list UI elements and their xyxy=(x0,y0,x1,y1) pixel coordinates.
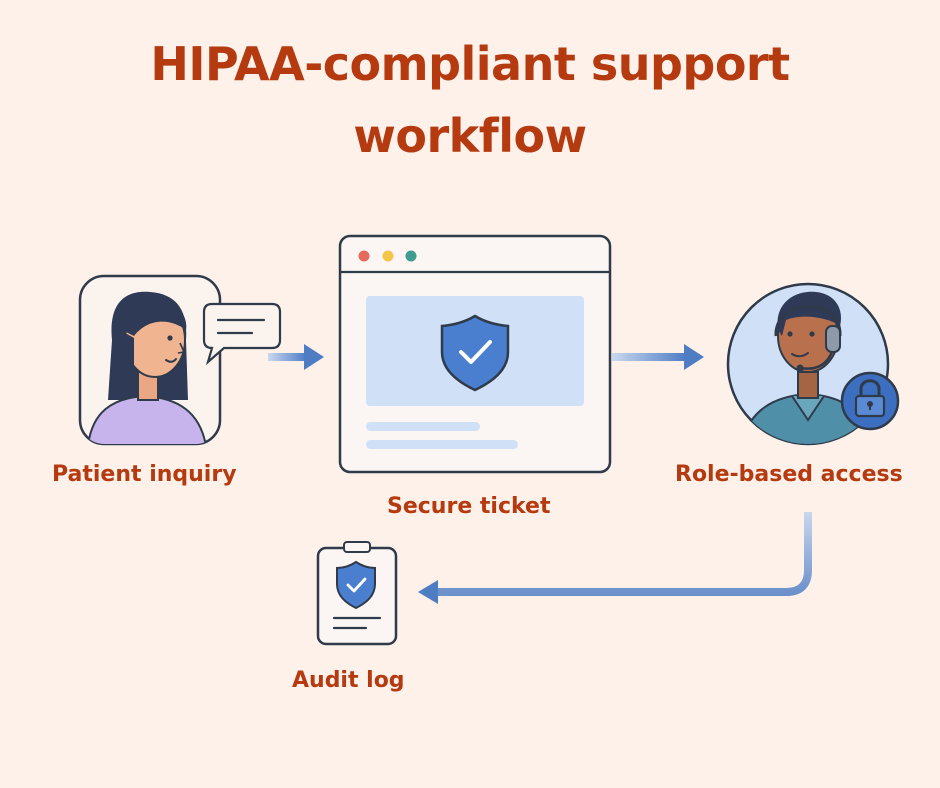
arrow-agent-to-audit xyxy=(418,512,812,604)
lock-icon xyxy=(840,371,900,431)
browser-window-shield-icon xyxy=(338,234,612,474)
role-based-access-label: Role-based access xyxy=(675,462,903,487)
arrow-patient-to-ticket xyxy=(268,344,324,370)
patient-inquiry-label: Patient inquiry xyxy=(52,462,237,487)
support-agent-lock-icon xyxy=(726,282,900,446)
diagram-title: HIPAA-compliant support workflow xyxy=(0,28,940,172)
title-line-2: workflow xyxy=(353,109,587,163)
arrow-ticket-to-agent xyxy=(612,344,704,370)
document-shield-icon xyxy=(316,541,398,646)
window-close-dot xyxy=(358,250,370,262)
patient-avatar-icon xyxy=(78,274,222,446)
title-line-1: HIPAA-compliant support xyxy=(150,37,790,91)
audit-log-label: Audit log xyxy=(292,668,405,693)
window-minimize-dot xyxy=(382,250,394,262)
window-maximize-dot xyxy=(405,250,417,262)
speech-bubble-icon xyxy=(202,302,282,366)
secure-ticket-label: Secure ticket xyxy=(387,494,551,519)
